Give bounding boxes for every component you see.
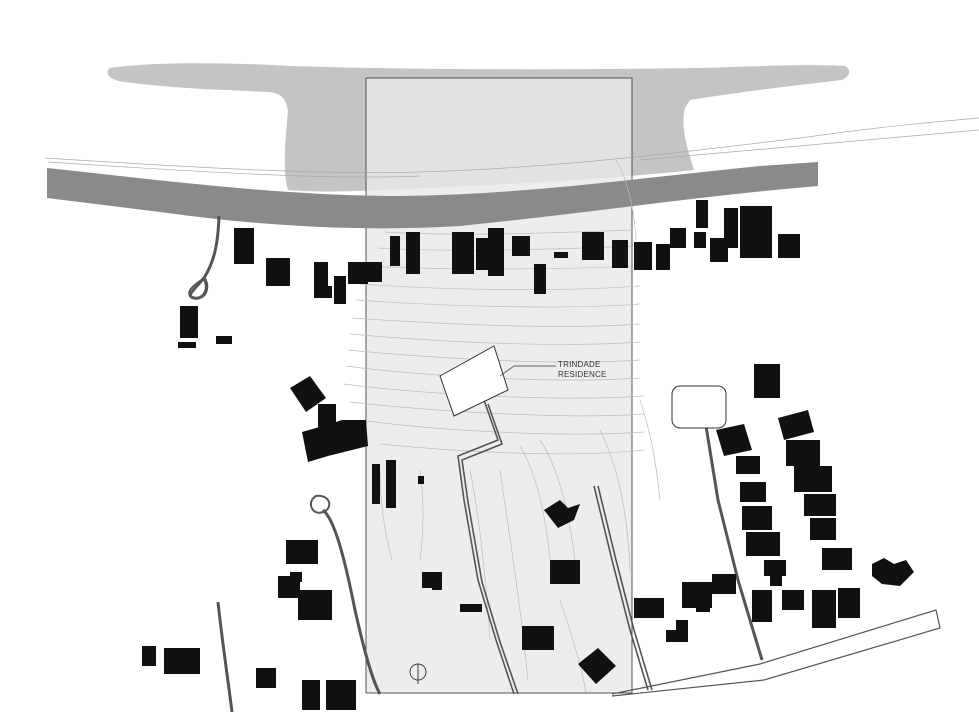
building [736,456,760,474]
building [302,420,368,462]
building [142,646,156,666]
building [712,574,736,594]
building [740,482,766,502]
building [432,582,442,590]
site-label-line2: RESIDENCE [558,370,606,379]
building [314,286,332,298]
building [180,306,198,338]
label-leader-line [499,365,556,377]
building [752,590,772,622]
building [778,410,814,440]
building [754,364,780,398]
building [178,342,196,348]
building [460,604,482,612]
building [872,558,914,586]
building [386,460,396,508]
building [740,206,772,258]
north-arrow-icon [409,663,427,684]
minor-roads [188,215,941,712]
building [822,548,852,570]
building [286,540,318,564]
building [326,680,356,710]
building [656,244,670,270]
building [418,476,424,484]
building [694,232,706,248]
site-label-line1: TRINDADE [558,360,601,369]
surrounding-buildings [142,200,914,710]
building [682,582,712,608]
building [534,264,546,294]
building [810,518,836,540]
building [368,262,382,282]
building [302,680,320,710]
building [550,560,580,584]
building [710,238,728,262]
building [634,242,652,270]
neighbor-white-structure [671,385,727,429]
building [612,240,628,268]
building [452,232,474,274]
building [804,494,836,516]
building [716,424,752,456]
building [372,464,380,504]
building [696,604,710,612]
building [348,262,368,284]
shoreline-lines [44,117,979,178]
building [724,208,738,248]
building [182,664,198,674]
building [256,668,276,688]
building [696,200,708,228]
building [770,572,782,586]
building [298,590,332,620]
building [670,228,686,248]
building [794,466,832,492]
building [554,252,568,258]
building [266,258,290,286]
building [290,572,302,582]
building [676,620,688,642]
trindade-residence [439,345,509,417]
building [522,626,554,650]
building [746,532,780,556]
building [782,590,804,610]
building [778,234,800,258]
building [488,228,504,276]
building [544,500,580,528]
building [838,588,860,618]
building [406,232,420,274]
building [634,598,664,618]
building [216,336,232,344]
building [390,236,400,266]
building [318,404,336,428]
building [742,506,772,530]
building [512,236,530,256]
coastal-road [47,162,818,229]
building [334,276,346,304]
building [234,228,254,264]
building [582,232,604,260]
building [786,440,820,466]
building [578,648,616,684]
building [812,590,836,628]
building [290,376,326,412]
